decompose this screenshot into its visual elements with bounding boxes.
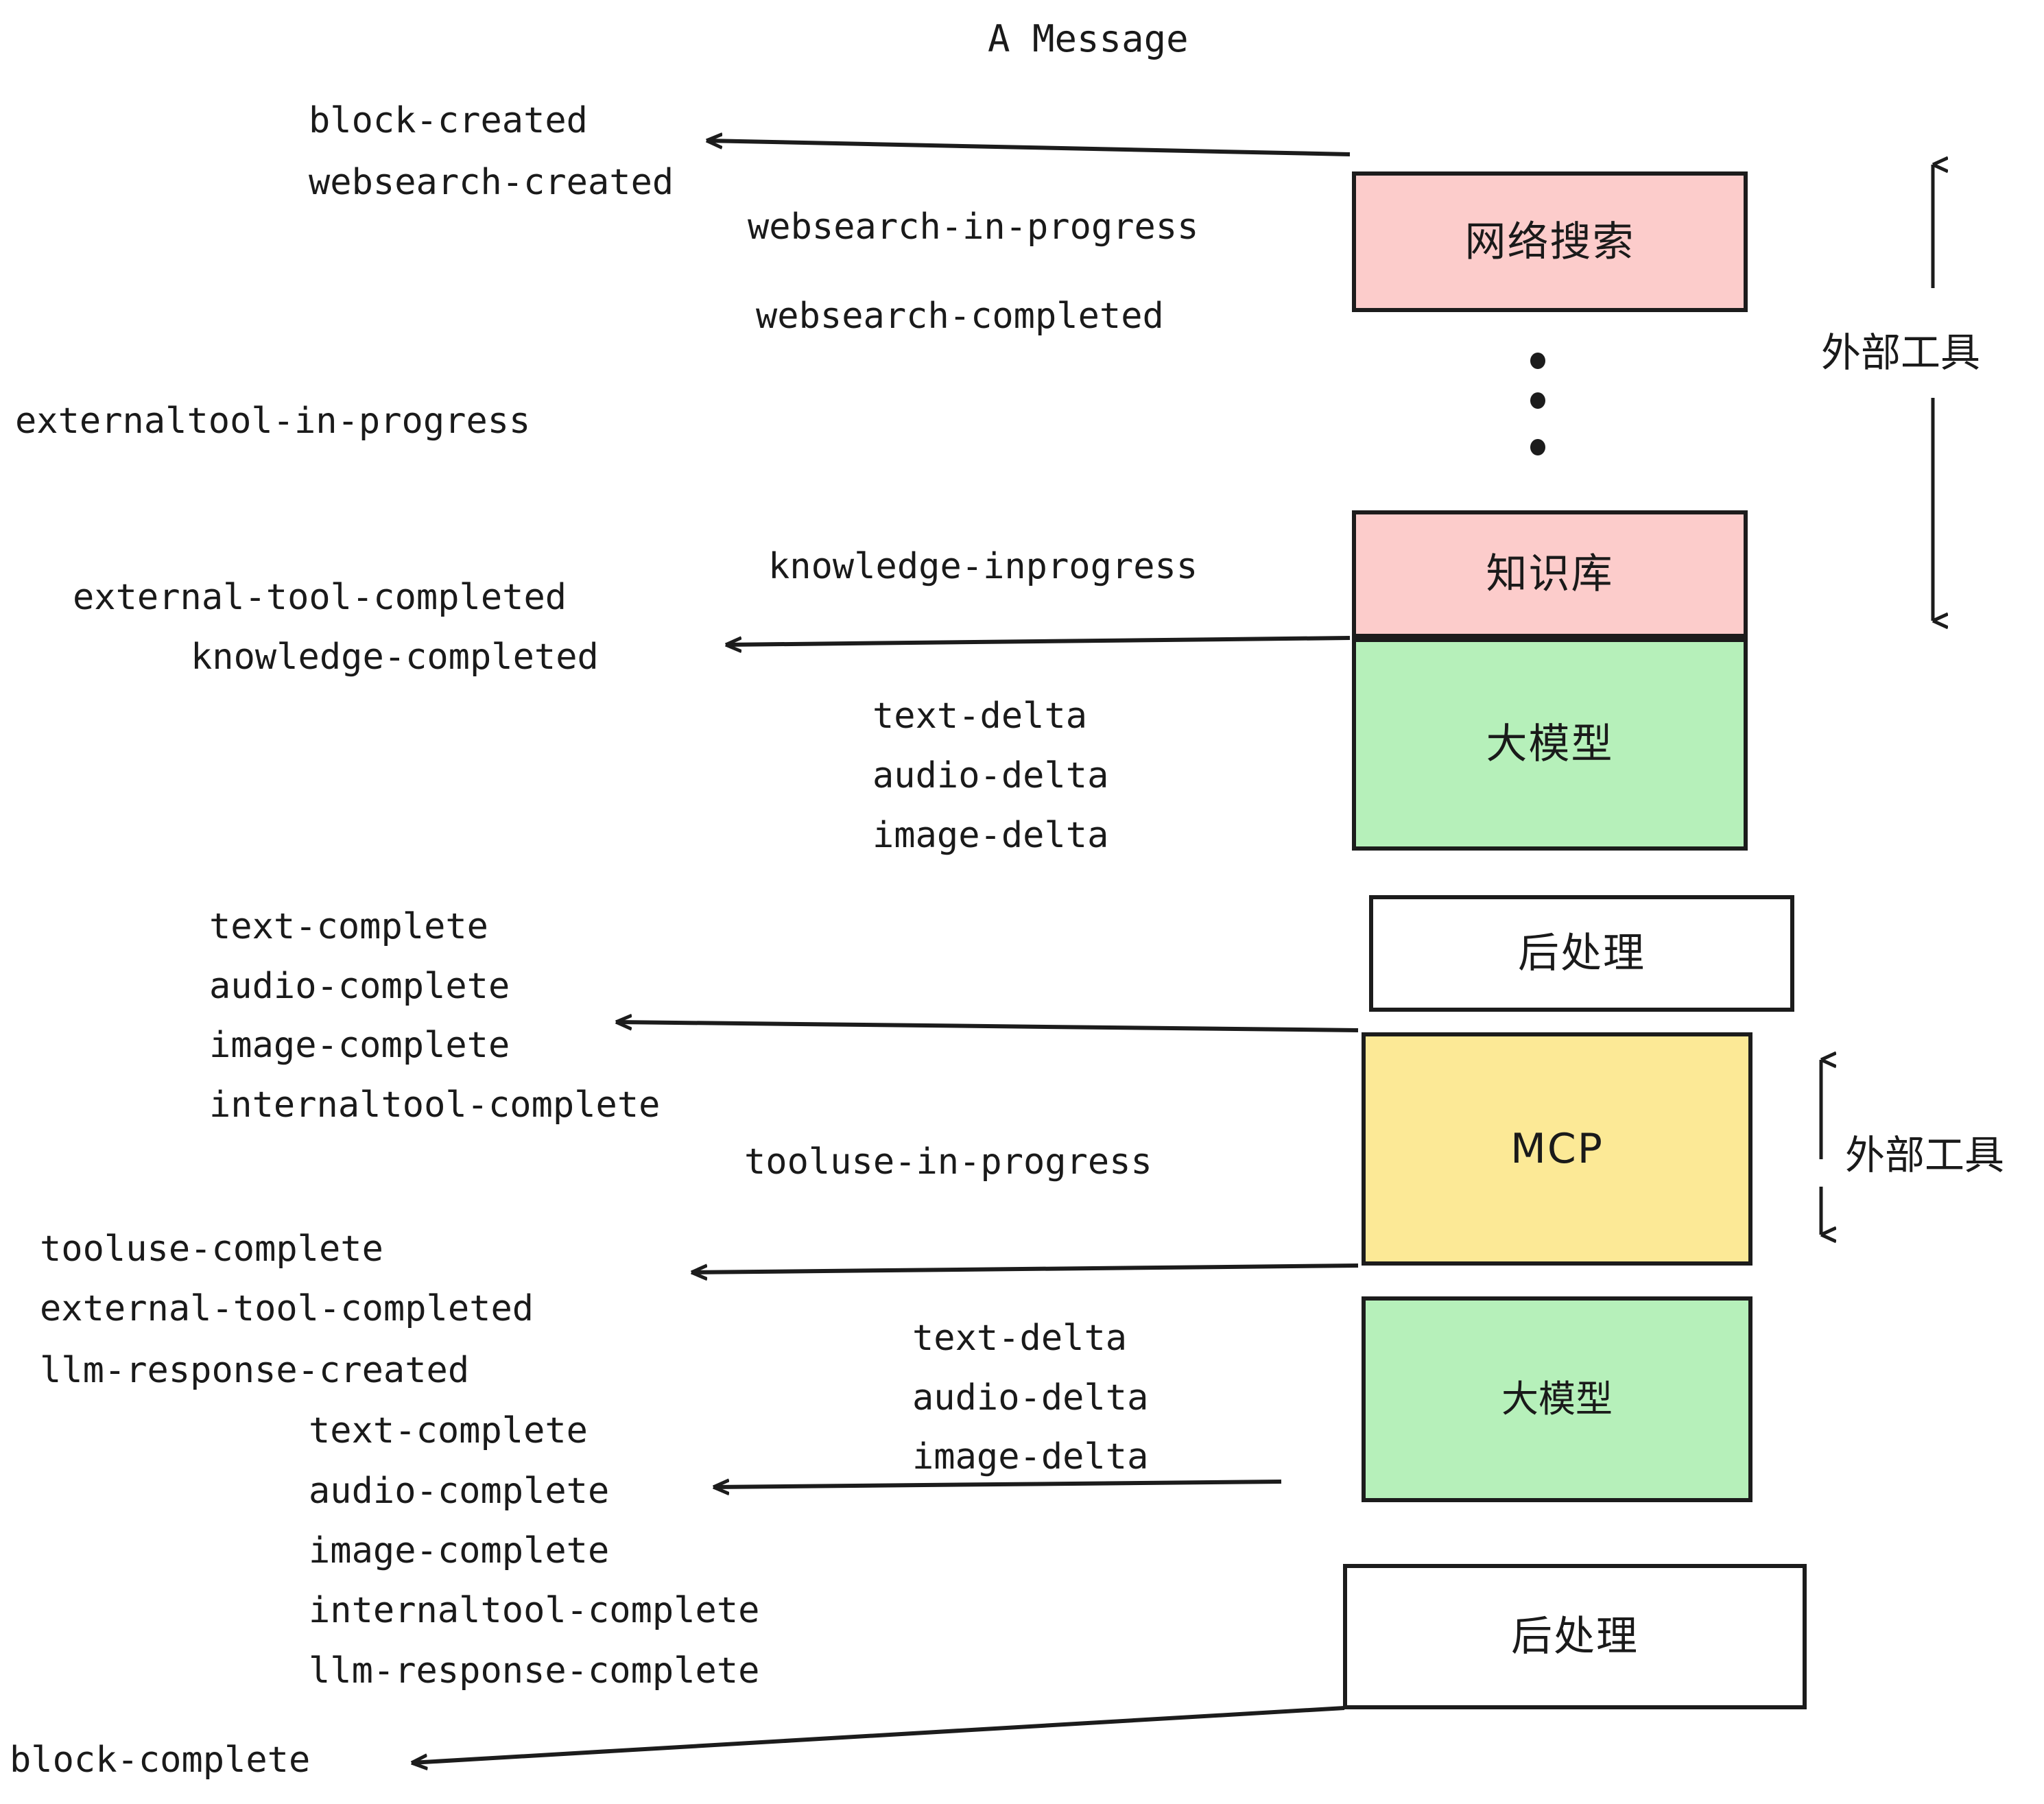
event-label-llm-response-complete: llm-response-complete (309, 1650, 760, 1692)
arrow-llm2-to-audio-complete (713, 1482, 1282, 1487)
arrow-knowledge-to-completed (726, 636, 1351, 645)
event-label-knowledge-inprogress: knowledge-inprogress (768, 546, 1198, 587)
event-label-knowledge-completed: knowledge-completed (191, 637, 599, 678)
node-post-1-label: 后处理 (1518, 929, 1645, 977)
event-label-websearch-created: websearch-created (309, 162, 674, 203)
ellipsis-dot (1530, 392, 1545, 409)
event-label-internaltool-complete-2: internaltool-complete (309, 1590, 760, 1631)
node-llm-2-label: 大模型 (1501, 1377, 1613, 1421)
event-label-text-delta-1: text-delta (872, 696, 1088, 737)
event-label-audio-complete-2: audio-complete (309, 1471, 610, 1512)
arrow-llm-to-image-complete (616, 1022, 1359, 1032)
event-label-image-complete-2: image-complete (309, 1530, 610, 1571)
node-knowledge[interactable]: 知识库 (1352, 510, 1748, 638)
arrow-websearch-to-created (706, 141, 1351, 156)
node-post-1[interactable]: 后处理 (1369, 895, 1794, 1012)
event-label-image-complete-1: image-complete (209, 1025, 510, 1066)
event-label-block-created: block-created (309, 100, 588, 141)
node-websearch-label: 网络搜索 (1464, 217, 1635, 266)
event-label-block-complete: block-complete (10, 1740, 311, 1781)
event-label-llm-response-created: llm-response-created (40, 1350, 470, 1391)
event-label-image-delta-1: image-delta (872, 815, 1109, 856)
external-tool-label-bottom: 外部工具 (1845, 1132, 2005, 1178)
event-label-text-delta-2: text-delta (912, 1318, 1128, 1359)
event-label-audio-delta-2: audio-delta (912, 1377, 1149, 1419)
arrow-mcp-to-tooluse-complete (691, 1263, 1359, 1272)
node-llm-1[interactable]: 大模型 (1352, 638, 1748, 851)
event-label-audio-complete-1: audio-complete (209, 966, 510, 1007)
event-label-websearch-in-progress: websearch-in-progress (748, 206, 1199, 248)
node-post-2-label: 后处理 (1511, 1613, 1639, 1661)
event-label-text-complete-2: text-complete (309, 1410, 588, 1451)
page-title: A Message (988, 17, 1189, 60)
ellipsis-dot (1530, 439, 1545, 455)
event-label-audio-delta-1: audio-delta (872, 755, 1109, 796)
event-label-internaltool-complete-1: internaltool-complete (209, 1084, 661, 1126)
event-label-external-tool-completed-1: external-tool-completed (73, 577, 567, 618)
event-label-external-tool-completed-2: external-tool-completed (40, 1288, 534, 1329)
event-label-externaltool-in-progress: externaltool-in-progress (15, 401, 531, 442)
event-label-tooluse-in-progress: tooluse-in-progress (744, 1141, 1152, 1183)
node-mcp-label: MCP (1510, 1125, 1604, 1173)
event-label-text-complete-1: text-complete (209, 906, 488, 947)
node-websearch[interactable]: 网络搜索 (1352, 171, 1748, 312)
node-post-2[interactable]: 后处理 (1343, 1564, 1807, 1709)
event-label-tooluse-complete: tooluse-complete (40, 1229, 383, 1270)
event-label-image-delta-2: image-delta (912, 1436, 1149, 1477)
node-llm-2[interactable]: 大模型 (1362, 1296, 1752, 1502)
ellipsis-dot (1530, 353, 1545, 369)
event-label-websearch-completed: websearch-completed (756, 296, 1164, 337)
arrow-post2-to-block-complete (412, 1706, 1345, 1763)
external-tool-label-top: 外部工具 (1821, 329, 1981, 376)
node-mcp[interactable]: MCP (1362, 1032, 1752, 1266)
node-llm-1-label: 大模型 (1486, 720, 1614, 768)
node-knowledge-label: 知识库 (1486, 550, 1614, 598)
